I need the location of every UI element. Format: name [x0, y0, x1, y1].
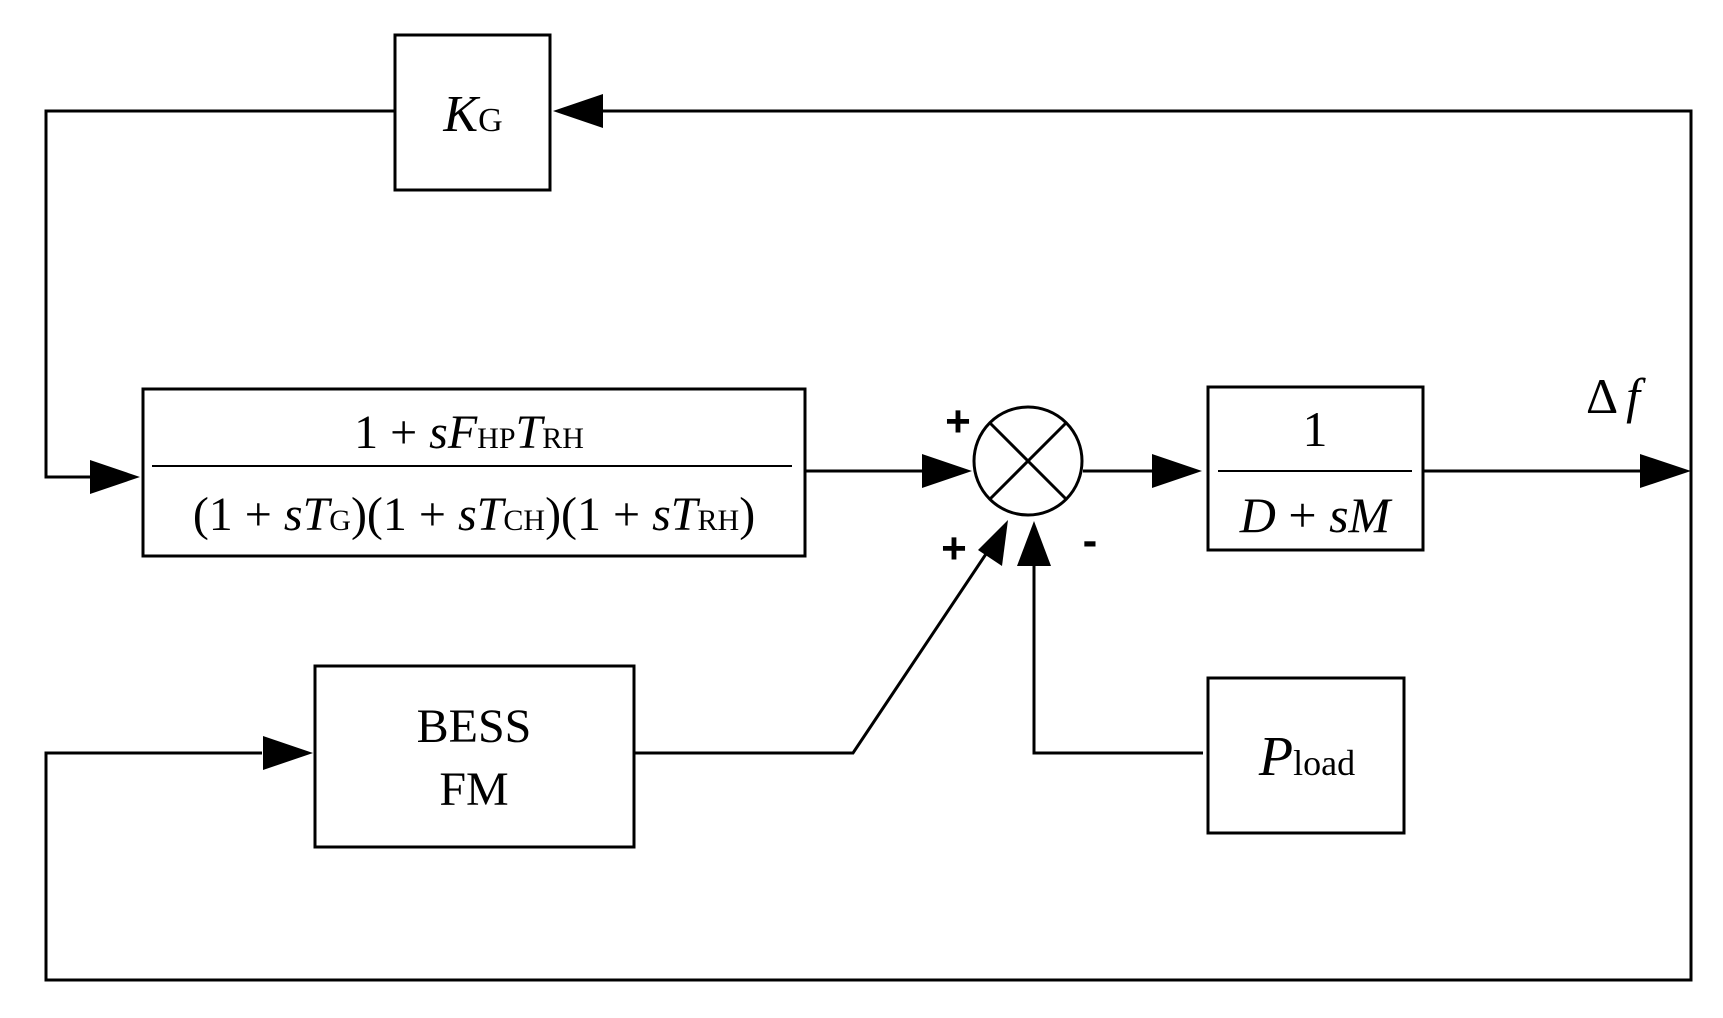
load-block: Pload [1206, 676, 1406, 835]
turbine-den-f1-sub: G [329, 504, 351, 537]
bess-block: BESS FM [313, 664, 636, 849]
output-label-delta: Δ [1586, 368, 1618, 424]
feedback-wire-to-gain [600, 109, 1693, 474]
gain-to-turbine-wire [44, 109, 395, 479]
turbine-num-f-sub: HP [477, 422, 515, 455]
turbine-den-f1-t: T [303, 488, 333, 541]
sign-bess-input: + [941, 524, 967, 573]
turbine-num-lead: 1 + [354, 406, 429, 459]
arrow-into-turbine [90, 460, 140, 494]
system-block-frame [1206, 385, 1425, 552]
load-to-sum-wire [1032, 565, 1203, 755]
arrow-into-bess [263, 736, 313, 770]
turbine-num-f: F [447, 406, 478, 459]
gain-block-label: KG [442, 86, 502, 143]
wires [44, 109, 1693, 982]
summing-junction-cross-2 [988, 421, 1068, 501]
arrow-bess-into-sum [978, 520, 1008, 566]
turbine-den-f3-t: T [671, 488, 701, 541]
turbine-den-f1-lead: (1 + [193, 488, 284, 541]
turbine-den-f1-close: ) [351, 488, 367, 541]
gain-block: KG [393, 33, 552, 192]
arrowheads [90, 94, 1691, 770]
bess-to-sum-wire [631, 544, 994, 755]
turbine-den-f1-s: s [284, 488, 303, 541]
system-block: 1 D + sM [1206, 385, 1425, 552]
bess-block-frame [313, 664, 636, 849]
bottom-feedback-wire [44, 474, 1693, 982]
gain-symbol: K [442, 86, 480, 143]
turbine-den-f2-t: T [477, 488, 507, 541]
bess-label-line2: FM [439, 763, 508, 816]
load-symbol: P [1258, 726, 1293, 788]
summing-junction: + + - [941, 397, 1097, 573]
sign-load-input: - [1083, 516, 1098, 565]
turbine-den-f3-sub: RH [698, 504, 740, 537]
turbine-den-f2-close: ) [545, 488, 561, 541]
turbine-num-s: s [429, 406, 448, 459]
system-den-sm: sM [1329, 487, 1392, 543]
gain-block-frame [393, 33, 552, 192]
gain-subscript: G [478, 102, 503, 139]
system-den-d: D [1239, 487, 1276, 543]
load-subscript: load [1293, 743, 1355, 783]
turbine-denominator: (1 + sTG)(1 + sTCH)(1 + sTRH) [193, 488, 755, 541]
arrow-load-into-sum [1017, 521, 1051, 566]
turbine-den-f3-close: ) [739, 488, 755, 541]
system-denominator: D + sM [1239, 487, 1393, 543]
turbine-block-frame [141, 387, 807, 558]
arrow-into-gain [553, 94, 603, 128]
turbine-num-t: T [516, 406, 546, 459]
turbine-den-f2-lead: (1 + [367, 488, 458, 541]
output-label-f: f [1626, 368, 1646, 424]
turbine-numerator: 1 + sFHPTRH [354, 406, 584, 459]
sign-turbine-input: + [945, 397, 971, 446]
arrow-into-system [1152, 454, 1202, 488]
system-numerator: 1 [1303, 401, 1328, 457]
bess-label-line1: BESS [417, 700, 532, 753]
load-block-label: Pload [1258, 726, 1355, 788]
load-block-frame [1206, 676, 1406, 835]
arrow-into-sum-left [922, 454, 972, 488]
arrow-output-right [1640, 454, 1691, 488]
system-den-plus: + [1276, 487, 1329, 543]
turbine-block: 1 + sFHPTRH (1 + sTG)(1 + sTCH)(1 + sTRH… [141, 387, 807, 558]
turbine-den-f3-s: s [652, 488, 671, 541]
turbine-den-f2-s: s [458, 488, 477, 541]
turbine-den-f3-lead: (1 + [561, 488, 652, 541]
turbine-den-f2-sub: CH [503, 504, 545, 537]
turbine-num-t-sub: RH [542, 422, 584, 455]
